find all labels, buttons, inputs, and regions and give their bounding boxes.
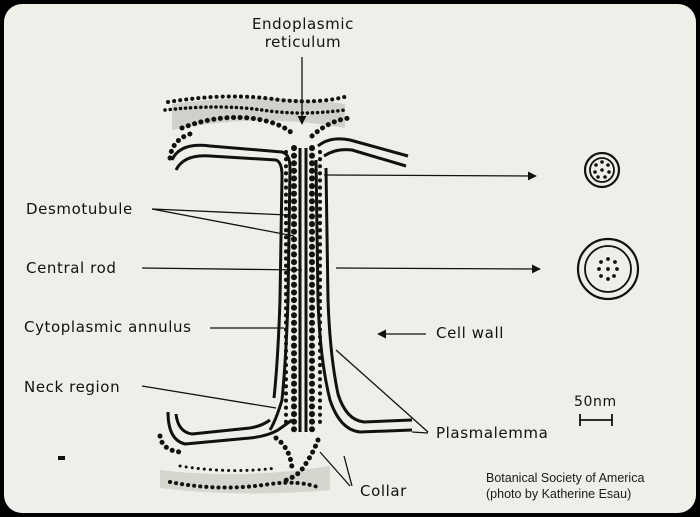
label-er-line2: reticulum xyxy=(264,33,342,51)
pointer-desmotubule-a xyxy=(151,208,289,216)
cross-section-small xyxy=(583,151,621,189)
cross-section-large xyxy=(576,237,640,301)
scale-bar xyxy=(579,414,613,426)
pointer-plasmalemma-b xyxy=(411,431,429,434)
lower-er-membrane xyxy=(157,433,322,490)
pointer-section-2 xyxy=(335,264,541,274)
label-plasmalemma: Plasmalemma xyxy=(436,424,549,442)
label-pointers xyxy=(141,57,541,487)
stray-mark xyxy=(58,456,65,460)
label-er-line1: Endoplasmic xyxy=(251,15,354,33)
pointer-desmotubule-b xyxy=(151,208,295,237)
credit-line1: Botanical Society of America xyxy=(486,471,645,485)
photo-credit: Botanical Society of America (photo by K… xyxy=(486,470,644,502)
scale-bar-label: 50nm xyxy=(574,394,617,410)
pointer-collar-a xyxy=(319,451,351,487)
label-desmotubule: Desmotubule xyxy=(26,200,133,218)
slide-card xyxy=(4,4,696,513)
pointer-neck xyxy=(141,385,277,409)
label-cell-wall: Cell wall xyxy=(436,324,505,342)
label-cytoplasmic-annulus: Cytoplasmic annulus xyxy=(24,318,192,336)
label-central-rod: Central rod xyxy=(26,259,117,277)
label-endoplasmic-reticulum: Endoplasmic reticulum xyxy=(248,15,358,51)
upper-er-membrane xyxy=(163,94,353,161)
pointer-plasmalemma-a xyxy=(335,349,429,433)
left-plasmalemma xyxy=(166,143,293,446)
pointer-section-1 xyxy=(323,171,537,181)
credit-line2: (photo by Katherine Esau) xyxy=(486,487,632,501)
desmotubule-beads xyxy=(284,145,322,435)
pointer-collar-b xyxy=(343,455,353,487)
pointer-central-rod xyxy=(141,267,303,271)
label-neck-region: Neck region xyxy=(24,378,121,396)
central-rod xyxy=(298,148,308,432)
label-collar: Collar xyxy=(360,482,407,500)
